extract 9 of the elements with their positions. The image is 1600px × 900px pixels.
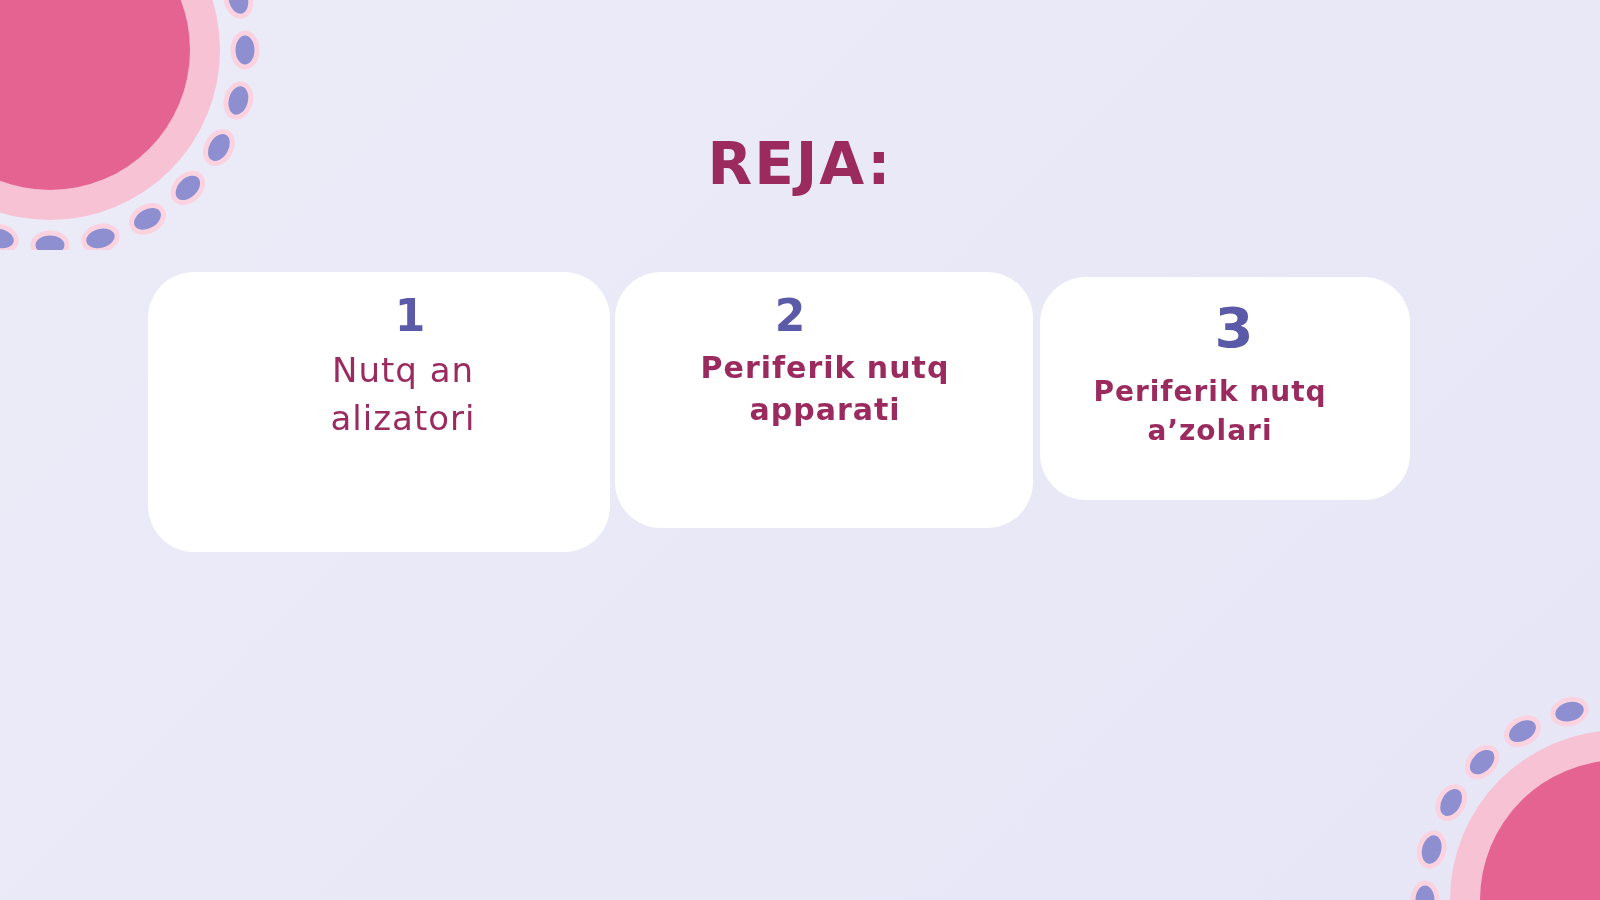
card-number: 3 [1213,295,1255,360]
card [1040,277,1410,500]
card-text: Periferik nutq apparati [699,349,951,429]
card-text: Nutq analizatori [329,349,477,440]
slide-title: REJA: [706,130,894,198]
card-text: Periferik nutq a’zolari [1092,374,1328,450]
card-number: 2 [773,290,807,341]
card [615,272,1033,528]
card-number: 1 [393,290,427,341]
